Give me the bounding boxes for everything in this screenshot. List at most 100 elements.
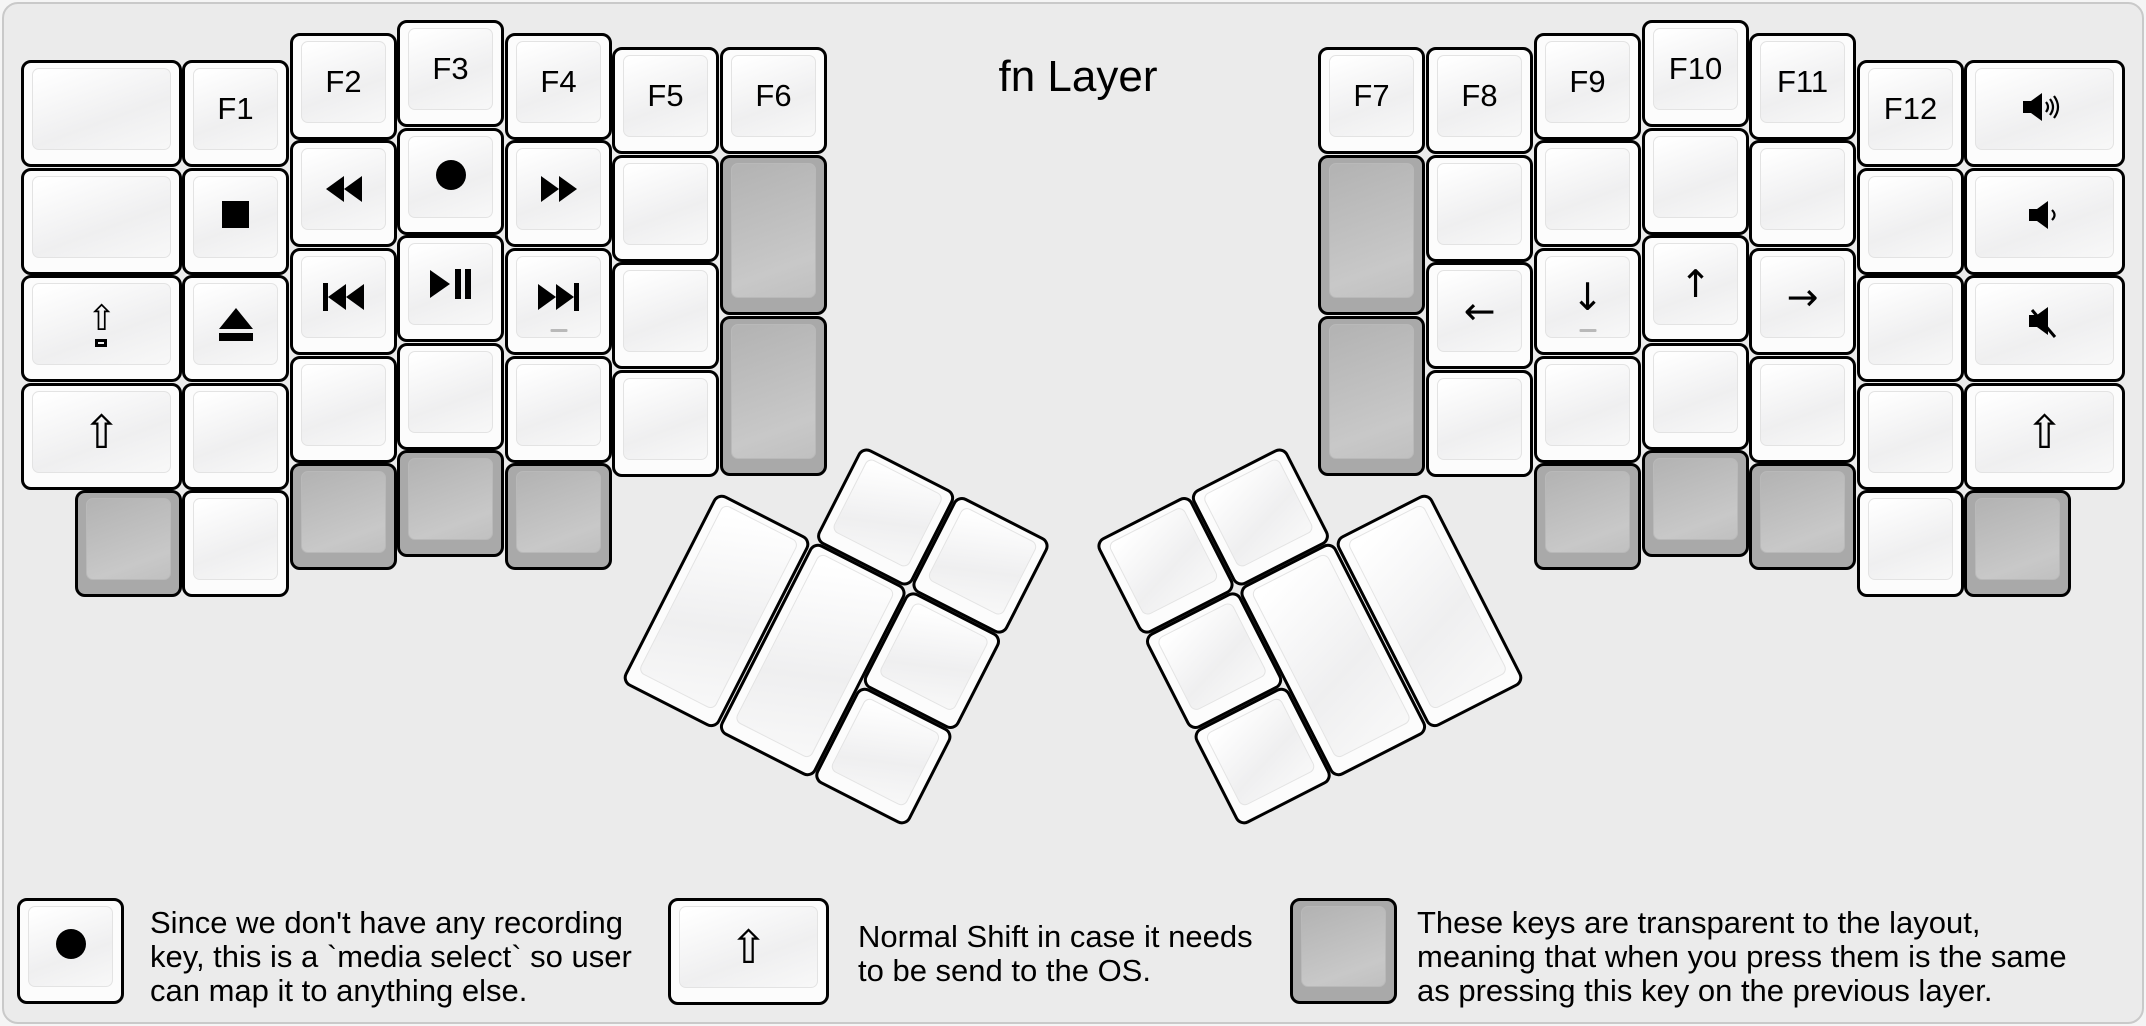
record-icon xyxy=(435,159,466,195)
homing-bar xyxy=(550,329,567,332)
key-shift-left[interactable]: ⇧ xyxy=(21,383,182,490)
key-arrow-up[interactable]: ↑ xyxy=(1642,235,1749,342)
keytop xyxy=(28,906,113,987)
key-arrow-down[interactable]: ↓ xyxy=(1534,248,1641,355)
key-blank-r5r4[interactable] xyxy=(1426,370,1533,477)
keytop xyxy=(623,163,708,245)
key-f11[interactable]: F11 xyxy=(1749,33,1856,140)
keytop xyxy=(1975,68,2114,150)
key-blank-r1r5[interactable] xyxy=(1857,490,1964,597)
key-eject[interactable] xyxy=(182,275,289,382)
key-volume-down[interactable] xyxy=(1964,168,2125,275)
key-blank-r1r3[interactable] xyxy=(1857,275,1964,382)
right-arrow-icon: → xyxy=(1786,275,1819,319)
key-f4[interactable]: F4 xyxy=(505,33,612,140)
key-label: F8 xyxy=(1461,78,1498,113)
key-blank-l4r4[interactable] xyxy=(505,356,612,463)
legend-text-record: Since we don't have any recording key, t… xyxy=(150,906,632,1008)
keytop xyxy=(193,283,278,365)
key-f12[interactable]: F12 xyxy=(1857,60,1964,167)
key-arrow-left[interactable]: ← xyxy=(1426,262,1533,369)
key-blank-l2r4[interactable] xyxy=(290,356,397,463)
key-play-pause[interactable] xyxy=(397,235,504,342)
key-rewind[interactable] xyxy=(290,140,397,247)
key-blank-r1r2[interactable] xyxy=(1857,168,1964,275)
key-mute[interactable] xyxy=(1964,275,2125,382)
keytop: F12 xyxy=(1868,68,1953,150)
keytop xyxy=(301,364,386,446)
key-f9[interactable]: F9 xyxy=(1534,33,1641,140)
key-blank-r3r4[interactable] xyxy=(1642,343,1749,450)
key-transparent-l6tall1[interactable] xyxy=(720,155,827,315)
key-f6[interactable]: F6 xyxy=(720,47,827,154)
key-label: F6 xyxy=(755,78,792,113)
key-label: F10 xyxy=(1668,51,1723,86)
key-blank-r2r4[interactable] xyxy=(1749,356,1856,463)
key-fast-forward[interactable] xyxy=(505,140,612,247)
key-transparent-l3r5[interactable] xyxy=(397,450,504,557)
key-f1[interactable]: F1 xyxy=(182,60,289,167)
keytop: → xyxy=(1760,256,1845,338)
key-f2[interactable]: F2 xyxy=(290,33,397,140)
shift-icon: ⇧ xyxy=(729,920,768,974)
legend-key-transparent[interactable] xyxy=(1290,898,1397,1004)
keytop xyxy=(1437,378,1522,460)
keytop xyxy=(1653,458,1738,540)
key-blank-l5r4[interactable] xyxy=(612,370,719,477)
legend-line: to be send to the OS. xyxy=(858,953,1151,988)
keytop: F11 xyxy=(1760,41,1845,123)
key-transparent-l2r5[interactable] xyxy=(290,463,397,570)
keytop: F1 xyxy=(193,68,278,150)
key-prev-track[interactable] xyxy=(290,248,397,355)
keytop xyxy=(1329,324,1414,459)
keytop xyxy=(1653,351,1738,433)
keytop: ⇧ xyxy=(1975,391,2114,473)
legend-key-shift[interactable]: ⇧ xyxy=(668,898,829,1005)
key-blank-r4r2[interactable] xyxy=(1534,140,1641,247)
key-blank-r3r2[interactable] xyxy=(1642,128,1749,235)
key-blank-l1r5[interactable] xyxy=(182,490,289,597)
key-blank-l5r3[interactable] xyxy=(612,262,719,369)
key-volume-up[interactable] xyxy=(1964,60,2125,167)
key-caps-lock[interactable]: ⇧ xyxy=(21,275,182,382)
key-transparent-l0r5[interactable] xyxy=(75,490,182,597)
key-blank-l0r2[interactable] xyxy=(21,168,182,275)
key-blank-r2r2[interactable] xyxy=(1749,140,1856,247)
keytop xyxy=(1653,136,1738,218)
key-arrow-right[interactable]: → xyxy=(1749,248,1856,355)
key-transparent-l4r5[interactable] xyxy=(505,463,612,570)
key-transparent-r3r5[interactable] xyxy=(1642,450,1749,557)
keytop xyxy=(408,136,493,218)
key-blank-r1r4[interactable] xyxy=(1857,383,1964,490)
key-blank-l1r4[interactable] xyxy=(182,383,289,490)
keytop: F6 xyxy=(731,55,816,137)
key-f10[interactable]: F10 xyxy=(1642,20,1749,127)
key-f8[interactable]: F8 xyxy=(1426,47,1533,154)
key-transparent-r6tall1[interactable] xyxy=(1318,155,1425,315)
key-transparent-r6tall2[interactable] xyxy=(1318,316,1425,476)
key-transparent-r2r5[interactable] xyxy=(1749,463,1856,570)
key-blank-r5r2[interactable] xyxy=(1426,155,1533,262)
key-transparent-r0r5[interactable] xyxy=(1964,490,2071,597)
key-blank-l0r1[interactable] xyxy=(21,60,182,167)
key-shift-right[interactable]: ⇧ xyxy=(1964,383,2125,490)
legend-line: Normal Shift in case it needs xyxy=(858,919,1253,954)
key-label: F11 xyxy=(1776,64,1829,99)
key-transparent-r4r5[interactable] xyxy=(1534,463,1641,570)
key-next-track[interactable] xyxy=(505,248,612,355)
key-blank-l3r4[interactable] xyxy=(397,343,504,450)
legend-key-record[interactable] xyxy=(17,898,124,1004)
key-f7[interactable]: F7 xyxy=(1318,47,1425,154)
key-record[interactable] xyxy=(397,128,504,235)
layer-title: fn Layer xyxy=(998,52,1158,101)
key-f3[interactable]: F3 xyxy=(397,20,504,127)
key-blank-r4r4[interactable] xyxy=(1534,356,1641,463)
keytop xyxy=(1545,471,1630,553)
key-transparent-l6tall2[interactable] xyxy=(720,316,827,476)
next-track-icon xyxy=(538,283,579,311)
key-label: F7 xyxy=(1353,78,1390,113)
key-stop[interactable] xyxy=(182,168,289,275)
legend-line: key, this is a `media select` so user xyxy=(150,939,632,974)
key-blank-l5r2[interactable] xyxy=(612,155,719,262)
key-f5[interactable]: F5 xyxy=(612,47,719,154)
